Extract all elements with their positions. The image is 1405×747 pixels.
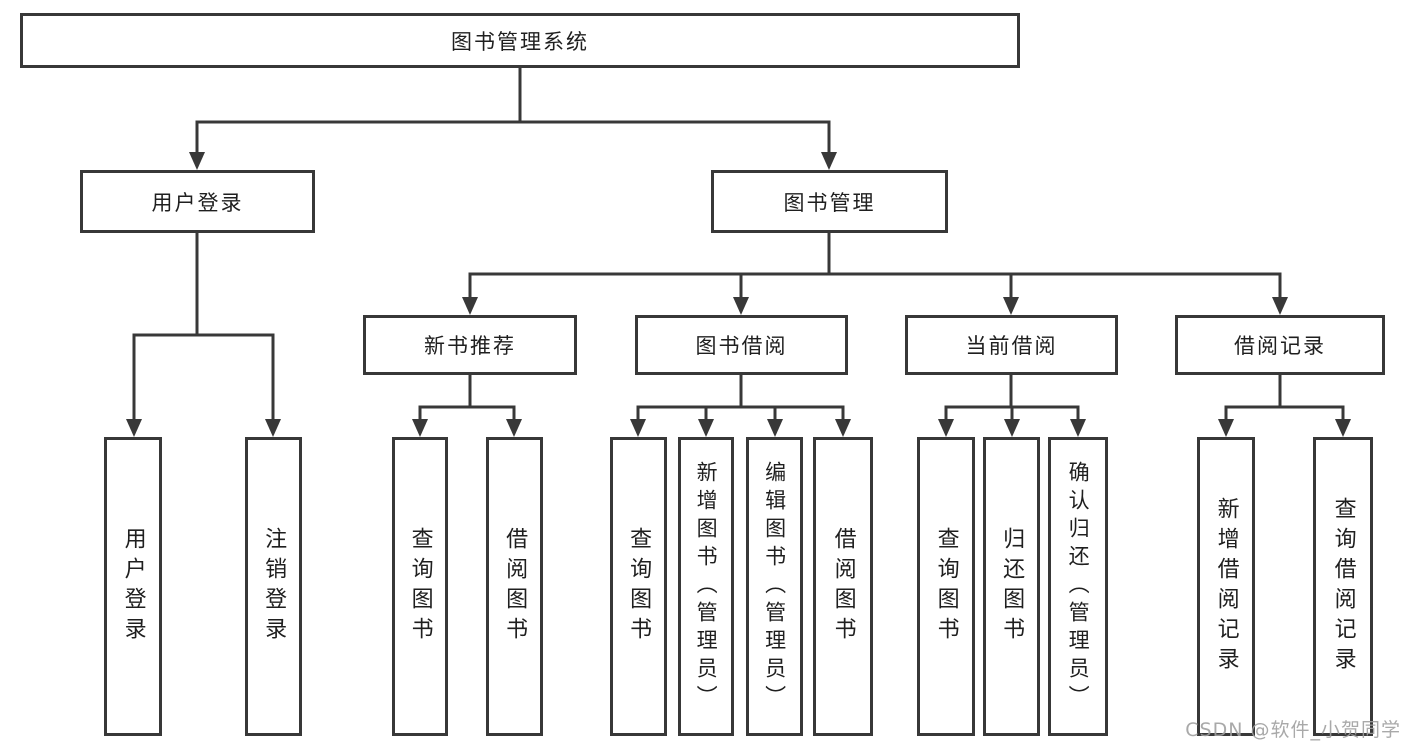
leaf-borrow-books-1-label: 借阅图书: [502, 526, 528, 647]
connector-user-login: [132, 233, 275, 423]
leaf-logout-label: 注销登录: [261, 526, 287, 647]
node-current-borrow-label: 当前借阅: [965, 334, 1058, 358]
leaf-query-borrow-record-label: 查询借阅记录: [1330, 496, 1356, 677]
leaf-query-borrow-record: 查询借阅记录: [1313, 437, 1373, 736]
leaf-query-books-1: 查询图书: [392, 437, 448, 736]
node-user-login: 用户登录: [80, 170, 315, 233]
leaf-user-login-label: 用户登录: [120, 526, 146, 647]
connector-book-management: [468, 233, 1282, 301]
node-borrow-records: 借阅记录: [1175, 315, 1385, 375]
connector-book-borrow: [636, 375, 845, 423]
leaf-confirm-return-admin-label: 确认归还（管理员）: [1066, 460, 1091, 713]
leaf-confirm-return-admin: 确认归还（管理员）: [1048, 437, 1108, 736]
node-book-management: 图书管理: [711, 170, 948, 233]
connector-root: [195, 68, 831, 156]
node-root-label: 图书管理系统: [451, 29, 589, 54]
csdn-watermark: CSDN @软件_小贺同学: [1185, 719, 1401, 741]
leaf-edit-book-admin: 编辑图书（管理员）: [746, 437, 803, 736]
leaf-add-borrow-record: 新增借阅记录: [1197, 437, 1255, 736]
leaf-query-books-2: 查询图书: [610, 437, 667, 736]
connector-current-borrow: [944, 375, 1080, 423]
leaf-query-books-3: 查询图书: [917, 437, 975, 736]
leaf-add-book-admin-label: 新增图书（管理员）: [694, 460, 719, 713]
node-borrow-records-label: 借阅记录: [1234, 334, 1326, 358]
leaf-query-books-2-label: 查询图书: [626, 526, 652, 647]
connector-new-book: [418, 375, 516, 423]
node-book-borrow: 图书借阅: [635, 315, 848, 375]
connector-borrow-records: [1224, 375, 1345, 423]
leaf-borrow-books-2-label: 借阅图书: [830, 526, 856, 647]
leaf-add-book-admin: 新增图书（管理员）: [678, 437, 734, 736]
leaf-add-borrow-record-label: 新增借阅记录: [1213, 496, 1239, 677]
leaf-query-books-3-label: 查询图书: [933, 526, 959, 647]
node-user-login-label: 用户登录: [151, 190, 244, 215]
node-book-management-label: 图书管理: [783, 190, 876, 215]
node-new-book-recommend: 新书推荐: [363, 315, 577, 375]
node-book-borrow-label: 图书借阅: [695, 334, 788, 358]
node-root: 图书管理系统: [20, 13, 1020, 68]
leaf-query-books-1-label: 查询图书: [407, 526, 433, 647]
leaf-edit-book-admin-label: 编辑图书（管理员）: [762, 460, 787, 713]
leaf-borrow-books-1: 借阅图书: [486, 437, 543, 736]
leaf-user-login: 用户登录: [104, 437, 162, 736]
leaf-return-books-label: 归还图书: [999, 526, 1025, 647]
leaf-return-books: 归还图书: [983, 437, 1040, 736]
node-new-book-recommend-label: 新书推荐: [424, 334, 516, 358]
leaf-borrow-books-2: 借阅图书: [813, 437, 873, 736]
node-current-borrow: 当前借阅: [905, 315, 1118, 375]
leaf-logout: 注销登录: [245, 437, 302, 736]
arrowheads: [126, 152, 1351, 437]
